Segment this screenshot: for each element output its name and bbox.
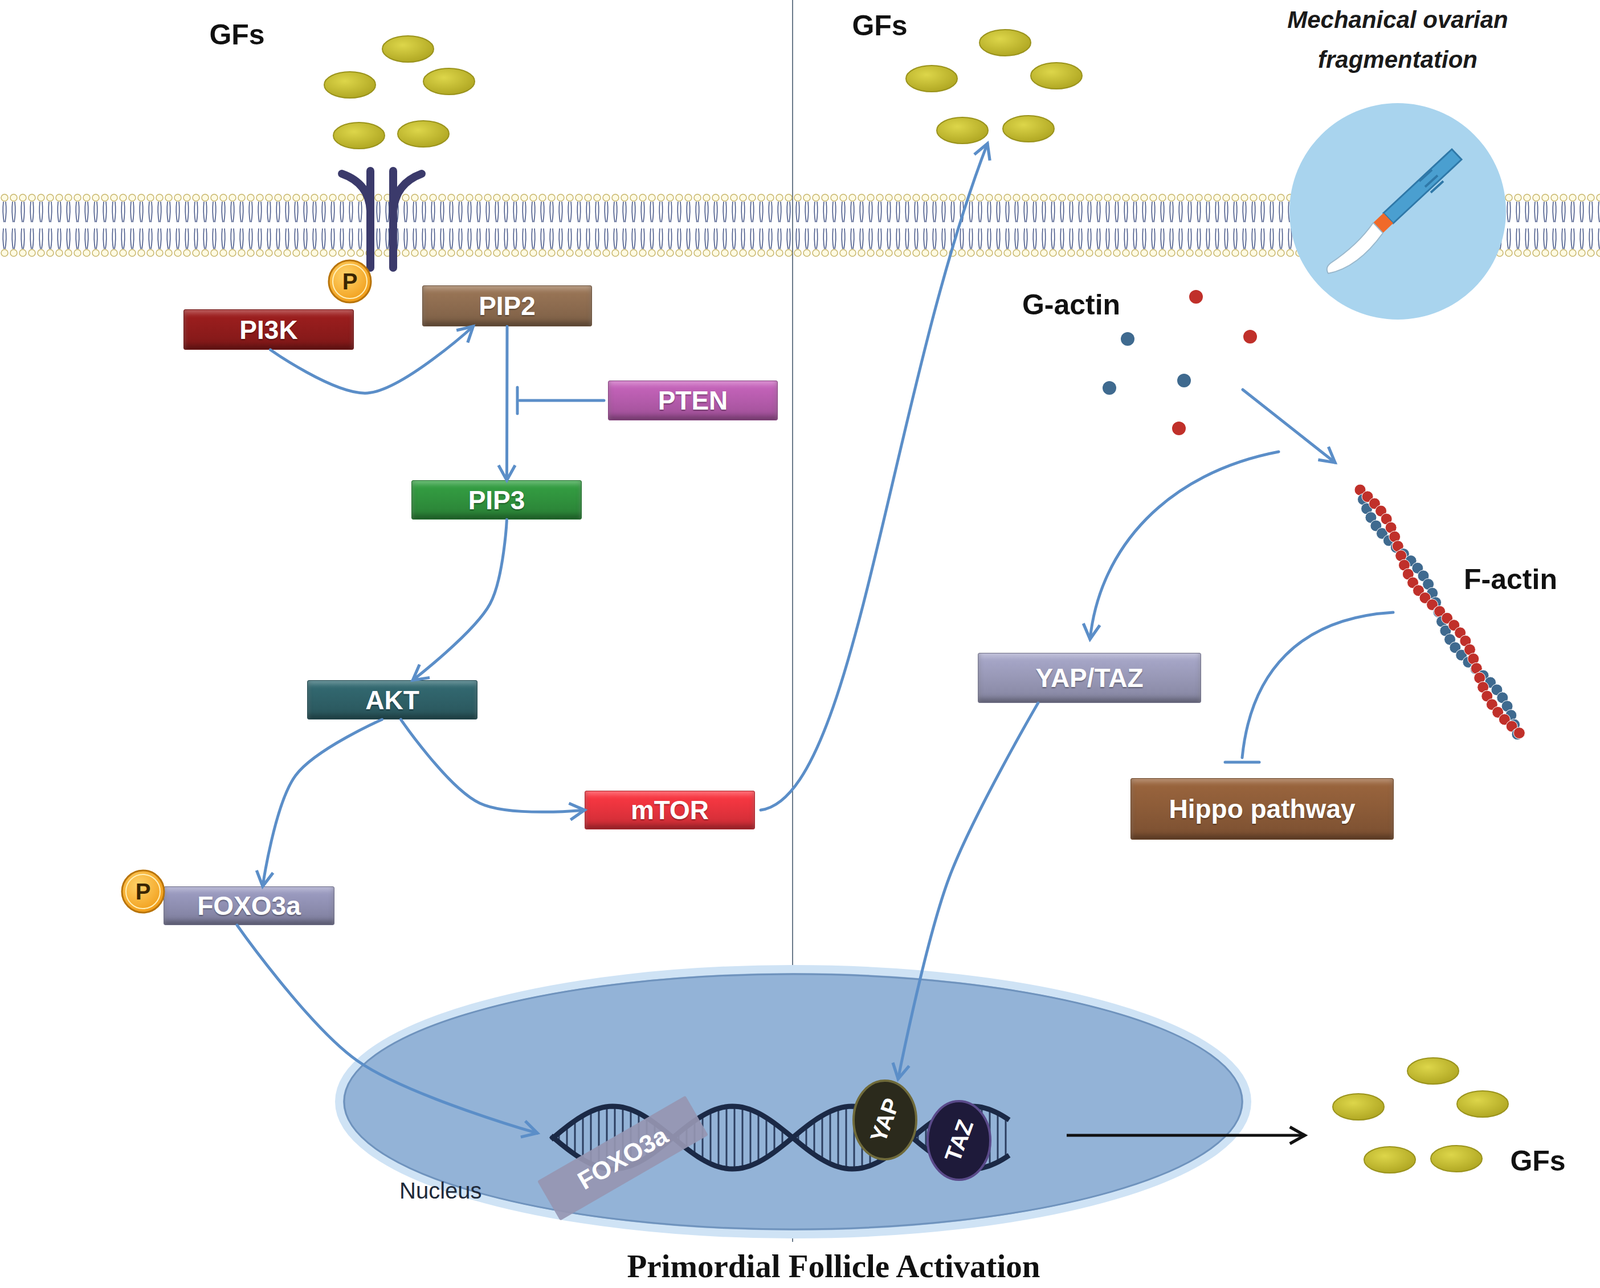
process-box: PI3K — [183, 309, 354, 350]
caption: Primordial Follicle Activation — [626, 1247, 1040, 1285]
process-box: FOXO3a — [163, 886, 335, 926]
node-label: PI3K — [239, 314, 298, 346]
pathway-arrow — [262, 719, 383, 887]
nucleus-ellipse: NucleusFOXO3aYAPTAZ — [336, 967, 1250, 1240]
phosphate-circle: P — [327, 258, 373, 305]
transcription-factor: TAZ — [925, 1099, 993, 1182]
process-box: mTOR — [584, 790, 755, 830]
process-box: Hippo pathway — [1130, 778, 1394, 840]
molecule-label: G-actin — [1022, 288, 1121, 322]
scalpel-icon — [1327, 149, 1462, 274]
process-box: AKT — [307, 680, 478, 720]
pathway-arrow — [505, 326, 509, 481]
node-label: Nucleus — [399, 1178, 483, 1204]
node-label: P — [342, 268, 358, 295]
f-actin-filament — [1354, 484, 1525, 741]
node-label: AKT — [365, 684, 420, 716]
molecule-label: F-actin — [1463, 562, 1558, 597]
g-actin-monomers — [1102, 290, 1257, 436]
transcription-factor: YAP — [851, 1079, 918, 1162]
process-box: PTEN — [607, 380, 778, 421]
pathway-arrow — [400, 719, 585, 812]
node-label: Hippo pathway — [1168, 793, 1355, 825]
process-box: PIP2 — [422, 285, 593, 327]
node-label: PIP3 — [468, 484, 526, 516]
node-label: Mechanical ovarian fragmentation — [1260, 0, 1535, 80]
molecule-label: GFs — [851, 9, 908, 43]
node-label: FOXO3a — [197, 890, 301, 922]
pathway-arrow — [412, 519, 507, 681]
node-label: PIP2 — [478, 290, 536, 322]
node-label: P — [135, 879, 151, 905]
node-label: PTEN — [658, 385, 729, 416]
molecule-label: GFs — [1509, 1144, 1566, 1178]
receptor — [341, 170, 422, 268]
node-label: mTOR — [630, 794, 709, 826]
stimulus-circle: Mechanical ovarian fragmentation — [1260, 0, 1535, 325]
phosphate-circle: P — [120, 868, 166, 915]
molecule-label: GFs — [209, 18, 265, 52]
pathway-arrows — [517, 143, 1394, 811]
process-box: PIP3 — [411, 480, 582, 520]
output-arrow — [1066, 1134, 1305, 1138]
node-label: YAP/TAZ — [1035, 662, 1144, 694]
process-box: YAP/TAZ — [977, 652, 1202, 704]
